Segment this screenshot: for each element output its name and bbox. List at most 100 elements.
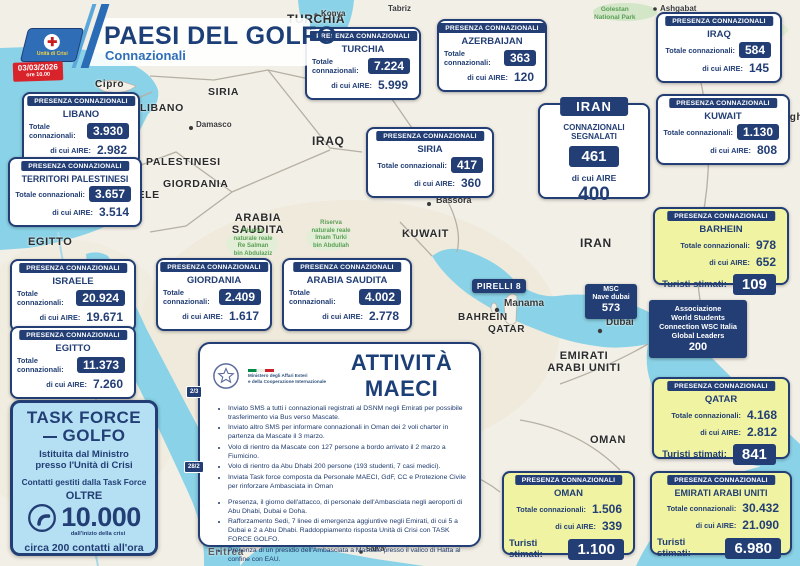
country-name: IRAQ [707,29,731,40]
turisti-value: 841 [732,444,776,465]
presenza-header: PRESENZA CONNAZIONALI [19,330,127,340]
map-label-libano: LIBANO [140,102,184,114]
activity-item: Rafforzamento Sedi, 7 linee di emergenza… [228,518,469,545]
aire-value: 1.617 [228,309,259,323]
aire-value: 3.514 [98,205,129,219]
totale-label: Totale connazionali: [17,289,64,307]
header-band [84,18,310,66]
presenza-box-giordania: PRESENZA CONNAZIONALI GIORDANIA Totale c… [156,258,272,331]
turisti-row: Turisti stimati:1.100 [509,538,628,560]
presenza-header: PRESENZA CONNAZIONALI [19,263,127,273]
presenza-header: PRESENZA CONNAZIONALI [667,475,775,485]
presenza-header: PRESENZA CONNAZIONALI [665,16,773,26]
presenza-box-iraq: PRESENZA CONNAZIONALI IRAQ Totale connaz… [656,12,782,83]
aire-row: di cui AIRE:339 [509,518,628,534]
activity-item: Presenza di un presidio dell'Ambasciata … [228,547,469,565]
associazione-wsc-badge: Associazione World Students Connection W… [649,300,747,358]
totale-row: Totale connazionali:20.924 [17,289,129,307]
map-city-tabriz: Tabriz [388,4,411,13]
totale-value: 1.130 [736,124,779,140]
map-city-ashgabat: Ashgabat [660,4,697,13]
turisti-label: Turisti stimati: [657,537,691,559]
totale-value: 584 [738,42,771,58]
activity-item: Inviato altro SMS per informare connazio… [228,424,469,442]
totale-row: Totale connazionali:30.432 [657,500,785,516]
aire-row: di cui AIRE:652 [660,254,782,270]
italian-flag-icon [248,369,274,372]
totale-row: Totale connazionali: 4.168 [659,407,783,423]
aire-row: di cui AIRE:145 [663,60,775,76]
red-cross-icon: ✚ [44,33,60,50]
turisti-row: Turisti stimati:6.980 [657,537,785,559]
aire-row: di cui AIRE:19.671 [17,309,129,325]
totale-value: 363 [503,50,536,66]
totale-value: 11.373 [76,357,125,373]
segnalati-value: 461 [569,146,619,167]
turisti-label: Turisti stimati: [662,279,727,290]
country-name: TURCHIA [341,44,385,55]
msc-nave-dubai-badge: MSC Nave dubai 573 [585,284,637,319]
map-city-dubai: Dubai [606,317,634,328]
activity-item: Volo di rientro da Abu Dhabi 200 persone… [228,463,469,472]
presenza-box-egitto: PRESENZA CONNAZIONALI EGITTO Totale conn… [10,326,136,399]
task-force-contacts-value: 10.000 [61,502,141,532]
aire-value: 19.671 [86,310,123,324]
aire-row: di cui AIRE:2.812 [659,424,783,440]
map-label-eritrea: Eritrea [208,547,244,558]
totale-label: Totale connazionali: [15,189,85,199]
map-city-bassora: Bassora [436,195,472,205]
associazione-label: Associazione World Students Connection W… [659,304,737,340]
date-tag-2: 28/2 [184,461,204,473]
aire-row: di cui AIRE:120 [444,69,540,85]
activity-item: Inviata Task force composta da Personale… [228,474,469,492]
totale-label: Totale connazionali: [163,288,210,306]
aire-value: 2.778 [368,309,399,323]
aire-label: di cui AIRE: [709,257,750,267]
maeci-header: Ministero degli Affari Esteri e della Co… [208,350,469,402]
aire-label: di cui AIRE [571,173,617,183]
totale-value: 2.409 [218,289,261,305]
totale-label: Totale connazionali: [516,504,586,514]
presenza-box-libano: PRESENZA CONNAZIONALI LIBANO Totale conn… [22,92,140,165]
presenza-box-barhein: PRESENZA CONNAZIONALI BARHEIN Totale con… [653,207,789,295]
presenza-header: PRESENZA CONNAZIONALI [667,211,775,221]
map-label-kuwait: KUWAIT [402,228,449,240]
msc-label: MSC Nave dubai [592,286,630,301]
map-park-golestan: Golestan National Park [594,6,636,22]
totale-value: 4.168 [746,408,777,422]
totale-row: Totale connazionali:584 [663,42,775,58]
totale-label: Totale connazionali: [289,288,336,306]
country-name: ARABIA SAUDITA [306,275,388,286]
task-force-rate: circa 200 contatti all'ora [24,542,144,554]
aire-label: di cui AIRE: [331,80,372,90]
presenza-box-azerbaijan: PRESENZA CONNAZIONALI AZERBAIJAN Totale … [437,19,547,92]
task-force-contacts-row: 10.000 [13,502,155,533]
totale-label: Totale connazionali: [444,49,491,67]
aire-value: 339 [601,519,622,533]
totale-value: 978 [755,238,776,252]
totale-label: Totale connazionali: [666,503,737,513]
map-label-qatar: QATAR [488,324,526,335]
totale-row: Totale connazionali: 363 [444,49,540,67]
map-city-manama: Manama [504,298,545,309]
totale-label: Totale connazionali: [671,410,741,420]
aire-row: di cui AIRE:21.090 [657,517,785,533]
date-badge: 03/03/2026 ore 10.00 [12,61,64,82]
presenza-header: PRESENZA CONNAZIONALI [160,262,268,272]
turisti-row: Turisti stimati:109 [660,274,782,295]
logo-label: Unità di Crisi [36,50,68,57]
task-force-title: TASK FORCE [26,408,142,427]
aire-label: di cui AIRE: [46,379,87,389]
country-name: GIORDANIA [186,275,242,286]
totale-label: Totale connazionali: [680,240,750,250]
presenza-box-siria: PRESENZA CONNAZIONALI SIRIA Totale conna… [366,127,494,198]
map-reserve-imam-turki: Riserva naturale reale Imam Turki bin Ab… [311,220,351,249]
totale-row: Totale connazionali: 2.409 [163,288,265,306]
aire-row: di cui AIRE:2.982 [29,142,133,158]
totale-value: 417 [450,157,483,173]
task-force-subtitle: Istituita dal Ministro presso l'Unità di… [35,449,133,471]
aire-value: 7.260 [92,377,123,391]
task-force-box: TASK FORCE GOLFO Istituita dal Ministro … [10,400,158,556]
map-label-siria: SIRIA [208,86,240,98]
